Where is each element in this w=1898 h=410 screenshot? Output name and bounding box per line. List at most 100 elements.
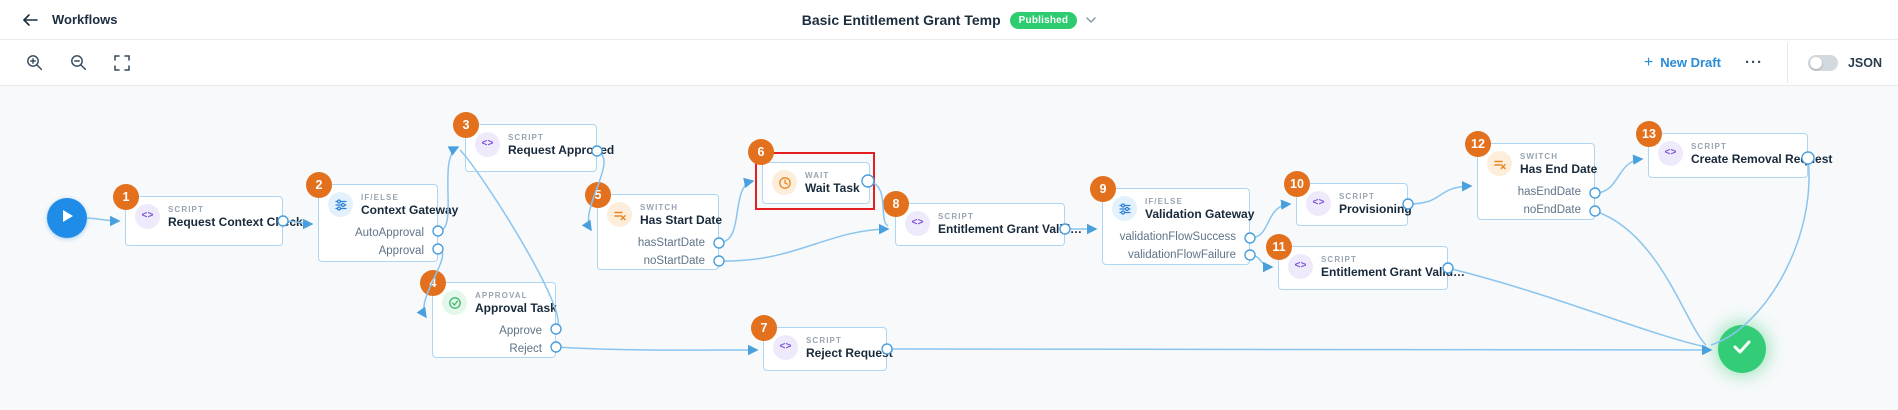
node-type-label: Script bbox=[1321, 254, 1357, 264]
node-port-validationflowfailure[interactable]: validationFlowFailure bbox=[1127, 249, 1236, 261]
back-to-workflows-button[interactable]: Workflows bbox=[22, 12, 118, 27]
play-icon bbox=[60, 208, 75, 229]
fullscreen-icon bbox=[114, 54, 130, 71]
node-number-badge: 7 bbox=[751, 315, 777, 341]
script-icon: <> bbox=[773, 335, 798, 360]
fit-to-screen-button[interactable] bbox=[112, 53, 132, 73]
ifelse-icon bbox=[1112, 196, 1137, 221]
more-options-button[interactable]: ··· bbox=[1744, 54, 1763, 71]
node-port-nostartdate[interactable]: noStartDate bbox=[643, 255, 705, 267]
node-title: Reject Request bbox=[806, 345, 893, 360]
script-icon: <> bbox=[475, 132, 500, 157]
chevron-down-icon[interactable] bbox=[1086, 17, 1096, 23]
node-port-hasstartdate[interactable]: hasStartDate bbox=[637, 237, 705, 249]
node-port-reject[interactable]: Reject bbox=[509, 343, 542, 355]
node-type-label: Switch bbox=[1520, 151, 1559, 161]
node-type-label: Switch bbox=[640, 202, 679, 212]
node-port-validationflowsuccess[interactable]: validationFlowSuccess bbox=[1119, 231, 1236, 243]
back-label: Workflows bbox=[52, 12, 118, 27]
workflow-node-request-approved[interactable]: 3<>ScriptRequest Approved bbox=[453, 112, 614, 172]
workflow-node-has-end-date[interactable]: 12SwitchHas End Date hasEndDate noEndDate bbox=[1465, 131, 1598, 220]
node-number-badge: 3 bbox=[453, 112, 479, 138]
node-number-badge: 11 bbox=[1266, 234, 1292, 260]
switch-icon bbox=[1487, 151, 1512, 176]
node-number-badge: 8 bbox=[883, 191, 909, 217]
node-title: Request Context Check bbox=[168, 214, 303, 229]
plus-icon: + bbox=[1643, 53, 1654, 71]
node-type-label: Script bbox=[1691, 141, 1727, 151]
node-type-label: If/Else bbox=[361, 192, 399, 202]
script-icon: <> bbox=[135, 204, 160, 229]
workflow-start-node[interactable] bbox=[47, 198, 87, 238]
node-type-label: Script bbox=[1339, 191, 1375, 201]
node-title: Wait Task bbox=[805, 180, 860, 195]
workflow-node-has-start-date[interactable]: 5SwitchHas Start Date hasStartDate noStart… bbox=[585, 182, 723, 270]
switch-icon bbox=[607, 202, 632, 227]
node-number-badge: 13 bbox=[1636, 121, 1662, 147]
workflow-node-reject-request[interactable]: 7<> ScriptReject Request bbox=[751, 315, 893, 371]
workflow-node-wait-task[interactable]: WaitWait Task bbox=[762, 162, 870, 204]
node-port-hasenddate[interactable]: hasEndDate bbox=[1517, 186, 1581, 198]
zoom-in-icon bbox=[26, 55, 42, 71]
node-type-label: If/Else bbox=[1145, 196, 1183, 206]
workflow-end-node[interactable] bbox=[1718, 325, 1766, 373]
ifelse-icon bbox=[328, 192, 353, 217]
node-number-badge: 1 bbox=[113, 184, 139, 210]
node-title: Create Removal Request bbox=[1691, 151, 1833, 166]
node-title: Entitlement Grant Valid… bbox=[1321, 264, 1466, 279]
node-port-approval[interactable]: Approval bbox=[378, 245, 424, 257]
wait-icon bbox=[772, 170, 797, 195]
json-toggle-label: JSON bbox=[1847, 55, 1882, 70]
node-type-label: Approval bbox=[475, 290, 528, 300]
node-type-label: Script bbox=[806, 335, 842, 345]
node-port-approve[interactable]: Approve bbox=[499, 325, 542, 337]
node-port-autoapproval[interactable]: AutoApproval bbox=[354, 227, 424, 239]
node-number-badge: 9 bbox=[1090, 176, 1116, 202]
new-draft-button[interactable]: + New Draft bbox=[1643, 53, 1721, 71]
script-icon: <> bbox=[905, 211, 930, 236]
node-title: Provisioning bbox=[1339, 201, 1412, 216]
node-number-badge: 10 bbox=[1284, 171, 1310, 197]
zoom-out-button[interactable] bbox=[68, 53, 88, 73]
script-icon: <> bbox=[1306, 191, 1331, 216]
back-arrow-icon bbox=[22, 13, 38, 27]
node-number-badge: 6 bbox=[748, 139, 774, 165]
node-number-badge: 4 bbox=[420, 270, 446, 296]
node-type-label: Script bbox=[938, 211, 974, 221]
node-title: Has End Date bbox=[1520, 161, 1598, 176]
script-icon: <> bbox=[1658, 141, 1683, 166]
node-type-label: Wait bbox=[805, 170, 830, 180]
node-port-noenddate[interactable]: noEndDate bbox=[1523, 204, 1581, 216]
node-type-label: Script bbox=[168, 204, 204, 214]
workflow-node-entitlement-grant-valid[interactable]: 11<> ScriptEntitlement Grant Valid… bbox=[1266, 234, 1465, 290]
node-number-badge: 2 bbox=[306, 172, 332, 198]
json-toggle[interactable] bbox=[1807, 54, 1838, 71]
node-number-badge: 12 bbox=[1465, 131, 1491, 157]
workflow-node-entitlement-grant-valid[interactable]: 8<> ScriptEntitlement Grant Valid… bbox=[883, 191, 1082, 246]
top-header: Workflows Basic Entitlement Grant Temp P… bbox=[0, 0, 1898, 40]
workflow-title: Basic Entitlement Grant Temp bbox=[801, 12, 1001, 28]
toolbar-divider bbox=[1786, 42, 1788, 83]
zoom-out-icon bbox=[70, 55, 86, 71]
node-title: Approval Task bbox=[475, 300, 557, 315]
node-title: Request Approved bbox=[508, 142, 615, 157]
json-toggle-knob bbox=[1809, 56, 1822, 69]
workflow-node-create-removal-request[interactable]: 13<> ScriptCreate Removal Request bbox=[1636, 121, 1832, 178]
zoom-in-button[interactable] bbox=[24, 53, 44, 73]
node-title: Has Start Date bbox=[640, 212, 723, 227]
workflow-node-context-gateway[interactable]: 2If/ElseContext GatewayAutoApprovalAppro… bbox=[306, 172, 458, 262]
node-title: Validation Gateway bbox=[1145, 206, 1255, 221]
node-number-badge: 5 bbox=[585, 182, 611, 208]
canvas-toolbar: + New Draft ··· JSON bbox=[0, 40, 1898, 86]
script-icon: <> bbox=[1288, 254, 1313, 279]
node-title: Context Gateway bbox=[361, 202, 459, 217]
workflow-node-provisioning[interactable]: 10<> ScriptProvisioning bbox=[1284, 171, 1412, 226]
check-icon bbox=[1731, 338, 1753, 361]
workflow-node-request-context-check[interactable]: 1<> ScriptRequest Context Check bbox=[113, 184, 303, 246]
node-title: Entitlement Grant Valid… bbox=[938, 221, 1083, 236]
workflow-node-validation-gateway[interactable]: 9If/ElseValidation Gateway validationFlow… bbox=[1090, 176, 1254, 265]
status-badge: Published bbox=[1009, 11, 1078, 29]
